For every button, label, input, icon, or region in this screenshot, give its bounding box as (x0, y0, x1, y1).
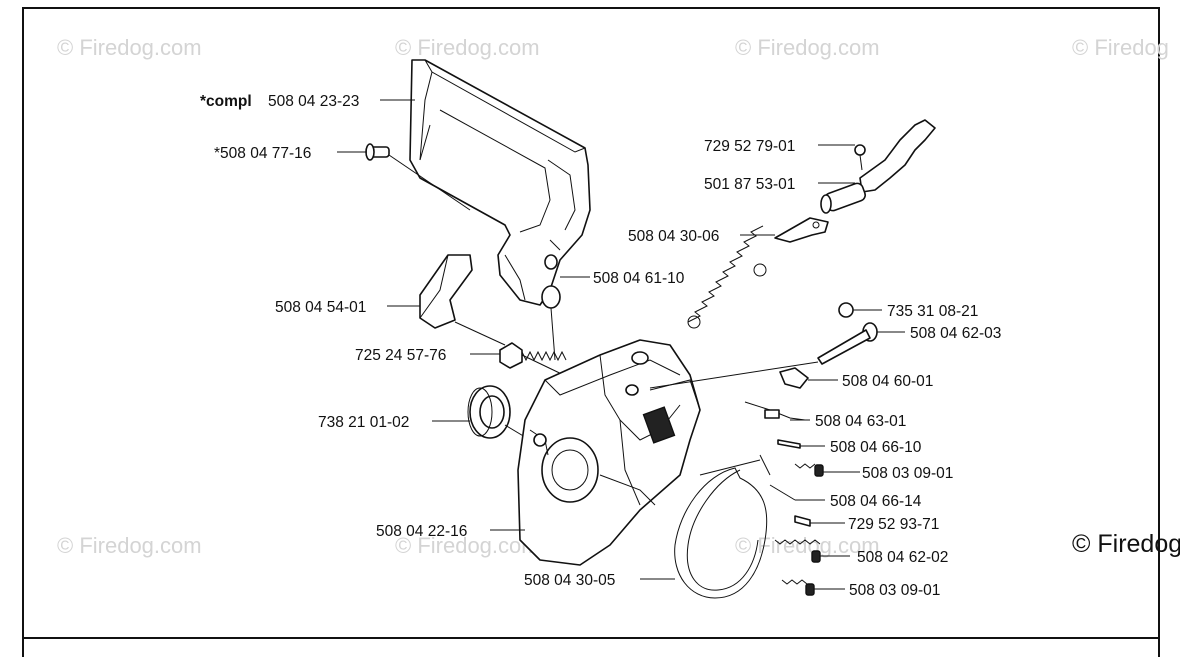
watermark: © Firedog.com (395, 35, 540, 60)
spring-drawing (687, 225, 767, 329)
part-label: 508 04 62-02 (857, 549, 948, 566)
part-label: 735 31 08-21 (887, 303, 978, 320)
part-label: 508 03 09-01 (862, 465, 953, 482)
part-label: 738 21 01-02 (318, 414, 409, 431)
lever-drawing (820, 119, 936, 214)
hand-guard-drawing (409, 59, 591, 361)
part-label: 508 03 09-01 (849, 582, 940, 599)
watermark: © Firedog.com (735, 35, 880, 60)
diagram-frame (22, 7, 1160, 657)
watermark: © Firedog (1072, 35, 1169, 60)
clutch-cover-drawing (517, 339, 701, 566)
watermark-corner: © Firedog (1072, 530, 1180, 558)
part-label: 508 04 54-01 (275, 299, 366, 316)
part-label: 508 04 66-10 (830, 439, 922, 456)
part-label: 508 04 66-14 (830, 493, 922, 510)
seal-ring-drawing (467, 385, 531, 441)
screws-drawing (759, 454, 824, 596)
leader-lines (337, 99, 905, 590)
part-label: 508 04 61-10 (593, 270, 685, 287)
part-label: 508 04 60-01 (842, 373, 933, 390)
long-bolt-drawing (649, 322, 878, 389)
part-label: 508 04 63-01 (815, 413, 906, 430)
part-label: 729 52 79-01 (704, 138, 795, 155)
watermark: © Firedog.com (57, 35, 202, 60)
bracket-drawing (774, 217, 829, 243)
part-label: 508 04 23-23 (268, 93, 359, 110)
compl-prefix-label: *compl (200, 93, 252, 110)
part-label: 729 52 93-71 (848, 516, 939, 533)
watermark: © Firedog.com (735, 533, 880, 558)
watermark: © Firedog.com (395, 533, 540, 558)
part-label: 508 04 30-05 (524, 572, 615, 589)
clip-drawing (744, 401, 806, 421)
block-drawing (779, 367, 809, 389)
adjust-screw-drawing (499, 342, 571, 379)
part-label: 508 04 62-03 (910, 325, 1001, 342)
pin-small-drawing (777, 439, 801, 449)
part-label: *508 04 77-16 (214, 145, 311, 162)
brake-band-drawing (674, 459, 768, 599)
part-label: 508 04 30-06 (628, 228, 719, 245)
part-label: 508 04 22-16 (376, 523, 467, 540)
chain-catcher-drawing (419, 254, 506, 346)
part-label: 501 87 53-01 (704, 176, 795, 193)
bottom-rule (22, 637, 1160, 639)
washer-drawing (838, 302, 854, 318)
watermark: © Firedog.com (57, 533, 202, 558)
pin-drawing (365, 143, 471, 211)
part-label: 725 24 57-76 (355, 347, 446, 364)
